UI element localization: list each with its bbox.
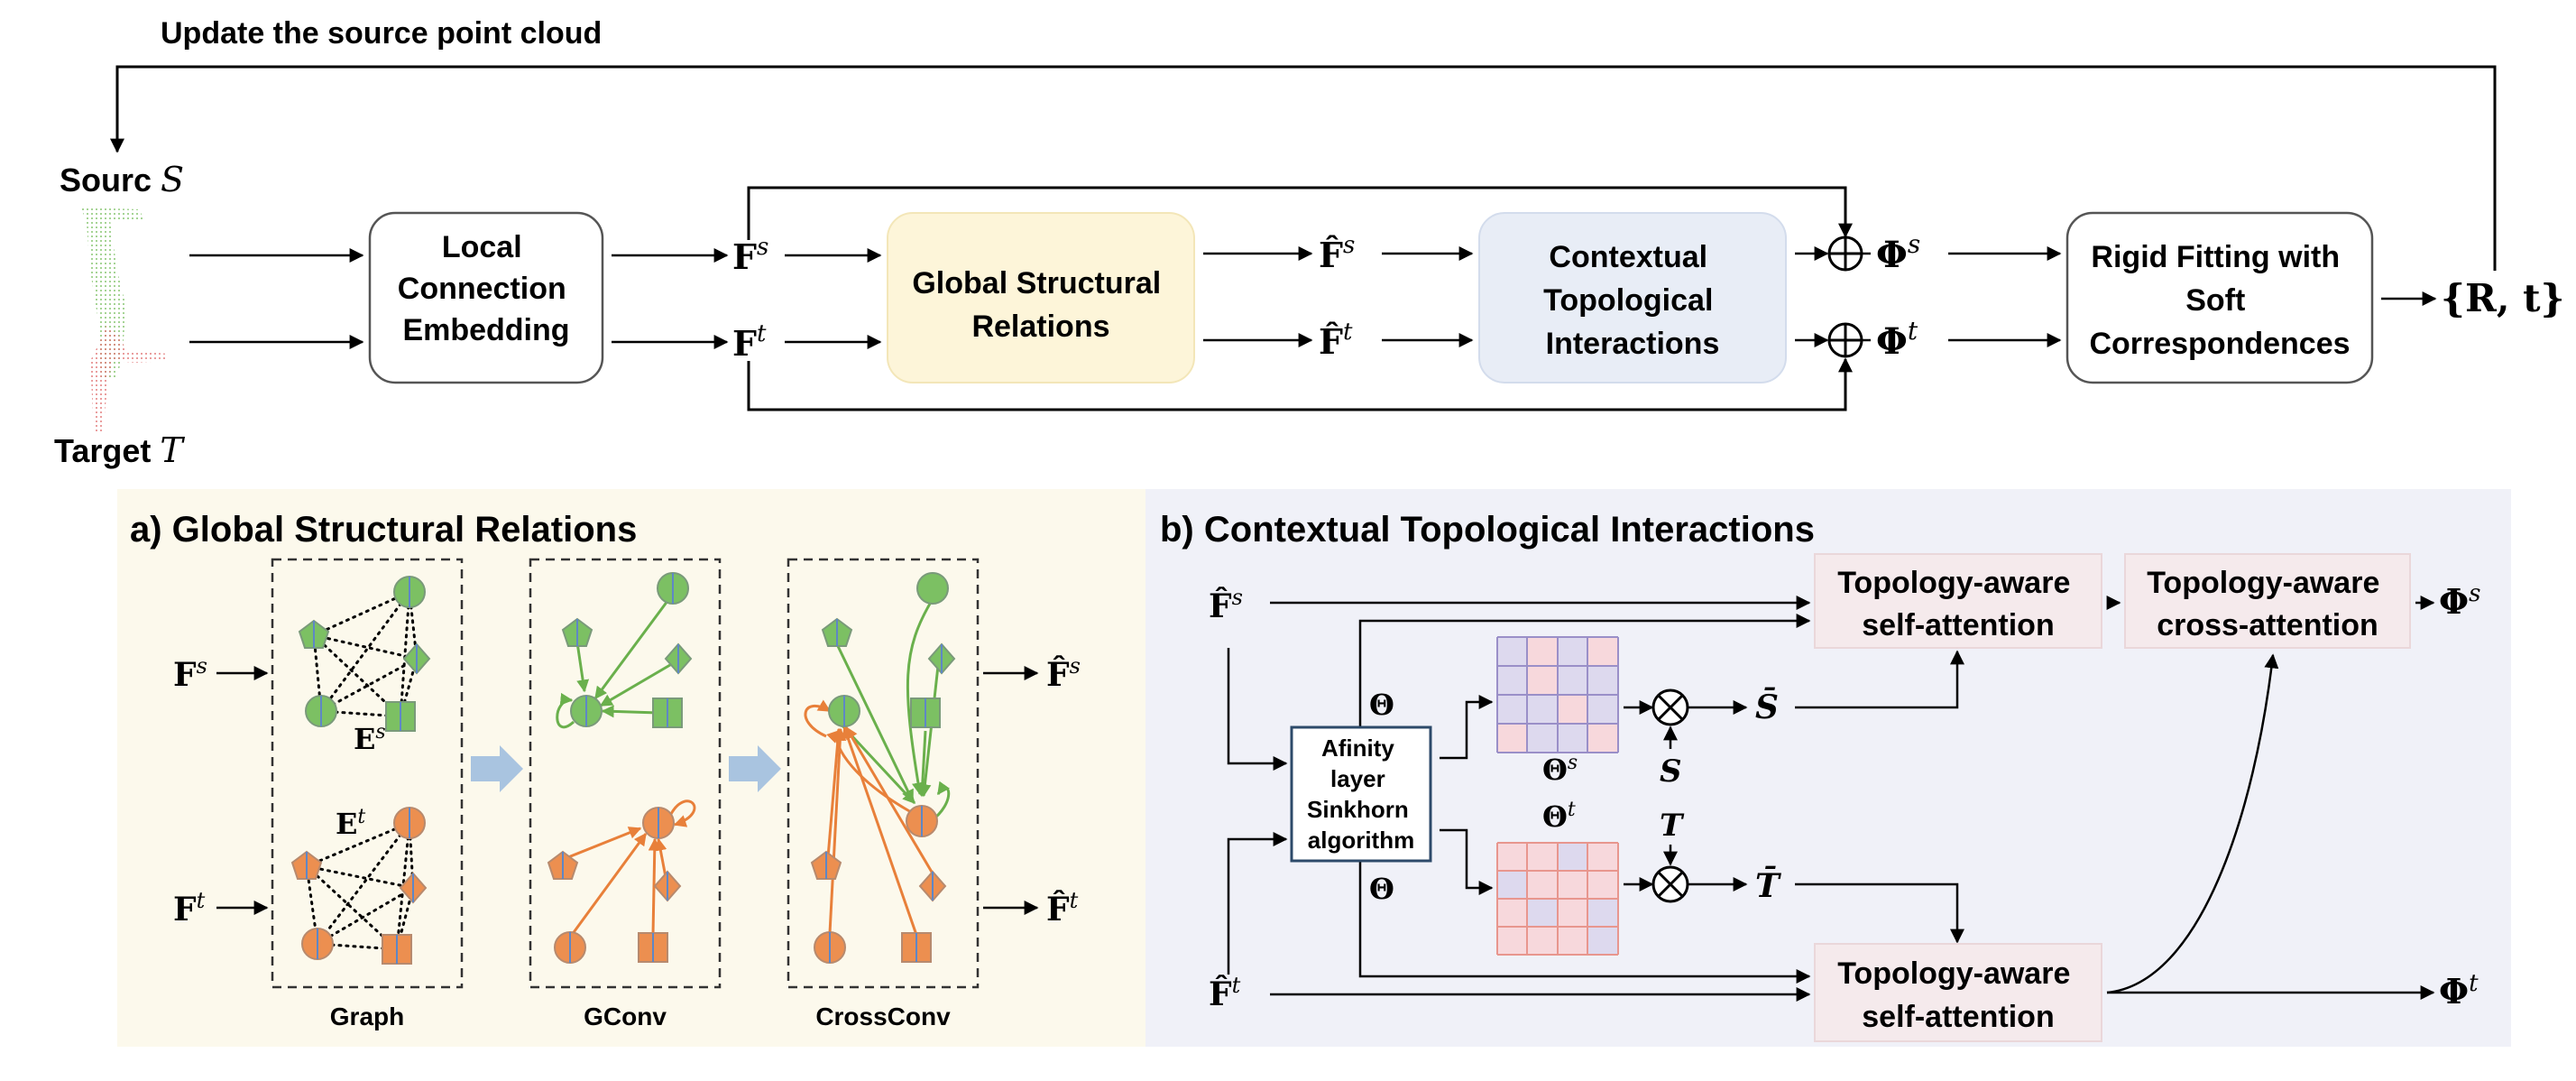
graph-dashed-box [271,558,464,989]
affinity-sinkhorn-box [1290,725,1432,863]
contextual-topological-interactions-box [1478,212,1787,383]
update-label: Update the source point cloud [161,16,602,51]
panel-a-fhat-t: F̂t [1046,888,1079,929]
fs-symbol: Fs [732,234,768,277]
rigid-fitting-box [2065,211,2374,384]
phi-t-symbol: Φt [1876,316,1918,363]
source-label: Sourc S [60,160,184,199]
source-self-attention-text: Topology-aware self-attention [1837,566,2079,642]
graph-target-nodes [290,807,428,965]
source-self-attention-box [1814,553,2102,649]
panel-a-ft: Ft [173,888,206,929]
crossconv-source-nodes [821,572,956,728]
panel-a-fs: Fs [173,653,207,694]
theta-to-source-self-attn [1358,614,1811,727]
t-input-label: T [1660,808,1685,844]
panel-b-fhat-s: F̂s [1209,585,1243,625]
edge-set-target-label: Et [336,806,365,841]
gsr-text: Global Structural Relations [912,266,1169,344]
multiply-operator-target [1651,865,1689,903]
target-self-attention-text: Topology-aware self-attention [1837,956,2079,1034]
target-point-cloud-image [90,325,168,431]
theta-label-bottom: Θ [1369,872,1394,906]
panel-global-structural-relations: a) Global Structural Relations Fs Ft [117,489,1145,1047]
sbar-to-self-attn [1795,650,1964,709]
tbar-to-self-attn [1795,882,1964,944]
affinity-text: Afinity layer Sinkhorn algorithm [1307,735,1415,854]
crossconv-label: CrossConv [815,1002,951,1030]
output-rt: {R, t} [2441,276,2565,320]
theta-t-label: Θt [1542,799,1576,834]
cross-attention-box [2124,553,2411,649]
ft-symbol: Ft [732,320,767,364]
target-label: Target T [54,430,185,470]
fs-skip-connection [747,186,1853,240]
cti-text: Contextual Topological Interactions [1543,240,1722,361]
local-connection-embedding-box [368,211,604,384]
target-self-to-cross-attn-curve [2106,653,2279,994]
fhat-s-symbol: F̂s [1319,232,1355,275]
gconv-target-edges [567,799,696,936]
target-self-attention-box [1814,943,2102,1042]
top-pipeline: Update the source point cloud Sourc S Ta… [54,16,2565,470]
s-input-label: S [1660,753,1682,790]
panel-b-title: b) Contextual Topological Interactions [1160,510,1815,550]
theta-t-matrix [1496,842,1619,956]
gconv-label: GConv [584,1002,667,1030]
crossconv-dashed-box [787,558,980,989]
fhatt-to-affinity-arrow [1227,832,1288,975]
edge-set-source-label: Es [354,721,386,756]
crossconv-target-edges [804,699,934,936]
theta-to-target-self-attn [1358,861,1811,984]
gconv-source-nodes [561,572,693,728]
ft-skip-connection [747,357,1853,411]
gconv-to-crossconv-arrow [729,745,781,792]
panel-contextual-topological-interactions: b) Contextual Topological Interactions F… [1145,489,2511,1047]
rigid-text: Rigid Fitting with Soft Correspondences [2089,240,2350,361]
s-bar-label: S̄ [1755,687,1779,726]
crossconv-target-nodes [810,805,947,964]
panel-b-fhat-t: F̂t [1209,973,1241,1013]
fhats-to-affinity-arrow [1227,648,1288,771]
graph-to-gconv-arrow [471,745,523,792]
panel-a-title: a) Global Structural Relations [130,510,637,550]
graph-source-nodes [298,576,431,732]
theta-s-label: Θs [1542,752,1578,787]
lce-text: Local Connection Embedding [398,230,575,347]
affinity-to-theta-t-arrow [1440,828,1494,895]
panel-b-phi-s: Φs [2439,580,2480,622]
panel-a-fhat-s: F̂s [1046,653,1081,694]
source-point-cloud-image [81,208,144,379]
gconv-target-nodes [547,807,682,964]
feedback-loop-arrow [110,65,2497,271]
global-structural-relations-box [887,212,1195,383]
phi-s-symbol: Φs [1876,229,1920,276]
add-operator-target [1827,322,1863,358]
panel-a-background [117,489,1145,1047]
add-operator-source [1827,236,1863,272]
cross-attention-text: Topology-aware cross-attention [2147,566,2388,642]
theta-s-matrix [1496,636,1619,753]
theta-label-top: Θ [1369,688,1394,722]
affinity-to-theta-s-arrow [1440,695,1494,760]
panel-b-phi-t: Φt [2439,970,2479,1012]
multiply-operator-source [1651,688,1689,726]
t-bar-label: T̄ [1755,865,1781,905]
fhat-t-symbol: F̂t [1319,319,1353,362]
graph-label: Graph [330,1002,404,1030]
gconv-source-edges [556,593,676,729]
gconv-dashed-box [529,558,722,989]
